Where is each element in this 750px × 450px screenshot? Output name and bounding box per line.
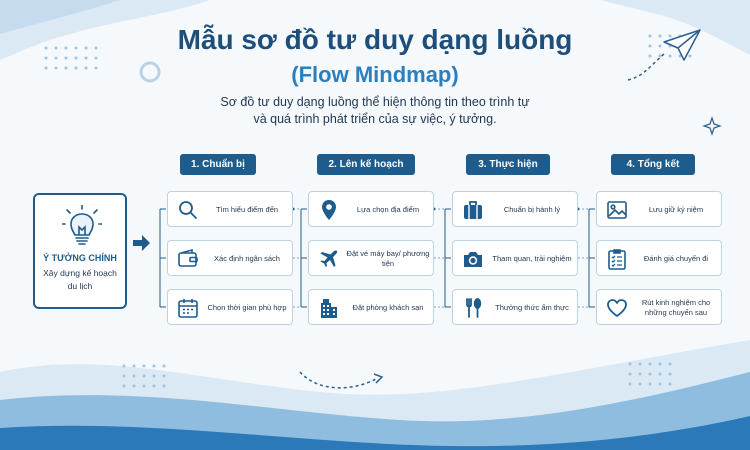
main-arrow-icon: [133, 235, 150, 251]
step-3-item-1: Chuẩn bị hành lý: [452, 191, 578, 227]
description-line-2: và quá trình phát triển của sự việc, ý t…: [253, 112, 497, 126]
dot-grid-bottom-right: [628, 362, 672, 386]
bottom-wave-dark: [0, 416, 750, 450]
step-1-item-3-label: Chọn thời gian phù hợp: [207, 303, 287, 312]
step-4-item-1-label: Lưu giữ kỷ niệm: [648, 205, 704, 214]
step-4-item-3-label: Rút kinh nghiệm cho những chuyến sau: [641, 298, 711, 317]
step-3-item-2-label: Tham quan, trải nghiệm: [492, 254, 572, 263]
step-header-2: 2. Lên kế hoạch: [317, 154, 415, 175]
step-4-item-1: Lưu giữ kỷ niệm: [596, 191, 722, 227]
hotel-icon: [321, 299, 337, 318]
column-1-connector: [159, 208, 166, 308]
main-idea-box: Ý TƯỞNG CHÍNH Xây dựng kế hoạch du lịch: [33, 193, 127, 309]
page-title: Mẫu sơ đồ tư duy dạng luồng: [177, 24, 573, 55]
step-4-item-2-label: Đánh giá chuyến đi: [643, 254, 709, 263]
step-3-item-3: Thưởng thức ẩm thực: [452, 289, 578, 325]
step-header-1: 1. Chuẩn bị: [180, 154, 256, 175]
lightbulb-icon: [62, 205, 102, 245]
main-idea-title: Ý TƯỞNG CHÍNH: [43, 253, 117, 263]
calendar-icon: [178, 299, 198, 318]
dot-grid-top-left: [44, 46, 98, 70]
column-2-connector: [300, 208, 307, 308]
top-left-wave-dark: [0, 0, 120, 34]
airplane-icon: [320, 250, 338, 267]
step-2-item-3-label: Đặt phòng khách sạn: [352, 303, 424, 312]
checklist-icon: [608, 249, 626, 270]
camera-icon: [464, 252, 482, 267]
luggage-icon: [464, 201, 482, 219]
dot-grid-bottom-left: [122, 364, 166, 388]
step-2-item-2: Đặt vé máy bay/ phương tiện: [308, 240, 434, 276]
step-2-item-2-label: Đặt vé máy bay/ phương tiện: [346, 249, 430, 268]
sparkle-icon: [702, 116, 722, 136]
step-4-item-3: Rút kinh nghiệm cho những chuyến sau: [596, 289, 722, 325]
step-1-item-2-label: Xác định ngân sách: [214, 254, 280, 263]
step-4-item-2: Đánh giá chuyến đi: [596, 240, 722, 276]
step-2-item-1-label: Lựa chọn địa điểm: [356, 205, 420, 214]
utensils-icon: [466, 298, 482, 318]
step-3-item-2: Tham quan, trải nghiệm: [452, 240, 578, 276]
paper-plane-icon: [627, 29, 701, 81]
step-1-item-1-label: Tìm hiểu điểm đến: [215, 205, 279, 214]
dashed-arrow-decoration: [299, 371, 379, 389]
step-1-item-2: Xác định ngân sách: [167, 240, 293, 276]
step-3-item-1-label: Chuẩn bị hành lý: [503, 205, 561, 214]
step-header-4: 4. Tổng kết: [611, 154, 695, 175]
location-pin-icon: [322, 200, 336, 220]
page-description: Sơ đồ tư duy dạng luồng thể hiện thông t…: [0, 94, 750, 128]
step-2-item-3: Đặt phòng khách sạn: [308, 289, 434, 325]
photo-icon: [607, 201, 627, 219]
ring-decoration: [139, 61, 161, 83]
column-4-connector: [588, 208, 595, 308]
main-idea-text: Xây dựng kế hoạch du lịch: [43, 268, 117, 291]
step-3-item-3-label: Thưởng thức ẩm thực: [495, 303, 569, 312]
step-1-item-1: Tìm hiểu điểm đến: [167, 191, 293, 227]
page-subtitle: (Flow Mindmap): [291, 62, 459, 87]
step-header-3: 3. Thực hiện: [466, 154, 550, 175]
step-1-item-3: Chọn thời gian phù hợp: [167, 289, 293, 325]
top-right-wave: [600, 0, 750, 55]
column-3-connector: [444, 208, 451, 308]
heart-icon: [607, 299, 627, 317]
step-2-item-1: Lựa chọn địa điểm: [308, 191, 434, 227]
wallet-icon: [178, 248, 198, 267]
search-icon: [179, 201, 197, 219]
description-line-1: Sơ đồ tư duy dạng luồng thể hiện thông t…: [220, 95, 530, 109]
